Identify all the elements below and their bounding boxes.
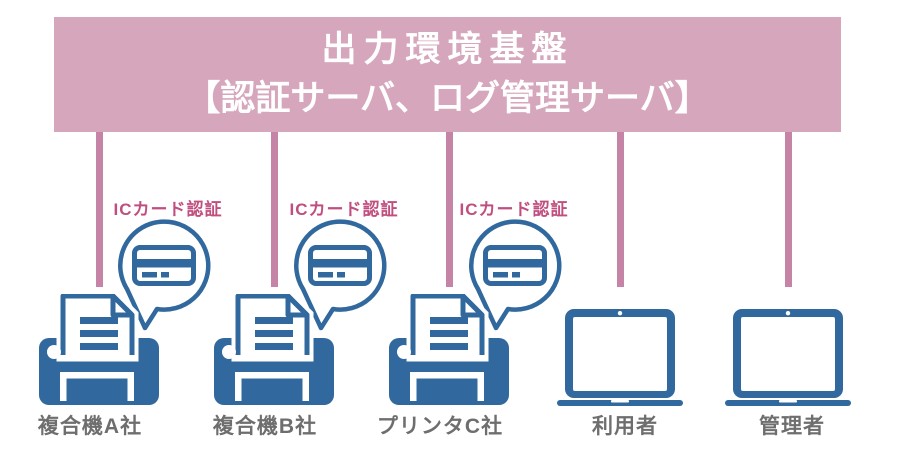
mfp-a-label: 複合機A社 [37,415,143,438]
user-laptop-icon [557,309,683,406]
ic-card-auth-label-c: ICカード認証 [459,200,569,219]
mfp-a-printer-icon [39,294,159,405]
ic-card-auth-label-b: ICカード認証 [289,200,399,219]
printer-c-icon [389,294,509,405]
ic-card-auth-label-a: ICカード認証 [113,200,223,219]
header-box: 出力環境基盤 【認証サーバ、ログ管理サーバ】 [54,17,841,132]
user-label: 利用者 [592,415,658,438]
mfp-b-printer-icon [214,294,334,405]
mfp-b-label: 複合機B社 [212,415,318,438]
speech-bubble-ic-card-icon-b [294,219,387,331]
header-title-line2: 【認証サーバ、ログ管理サーバ】 [185,78,710,118]
connector-line-admin [784,132,792,287]
connector-line-printer-c [445,132,453,287]
header-title-line1: 出力環境基盤 [321,30,574,70]
speech-bubble-ic-card-icon-a [118,219,211,331]
admin-label: 管理者 [759,415,825,438]
connector-line-user [616,132,624,287]
admin-laptop-icon [725,309,851,406]
connector-line-mfp-b [270,132,278,287]
printer-c-label: プリンタC社 [376,415,504,438]
connector-line-mfp-a [95,132,103,287]
speech-bubble-ic-card-icon-c [469,219,562,331]
